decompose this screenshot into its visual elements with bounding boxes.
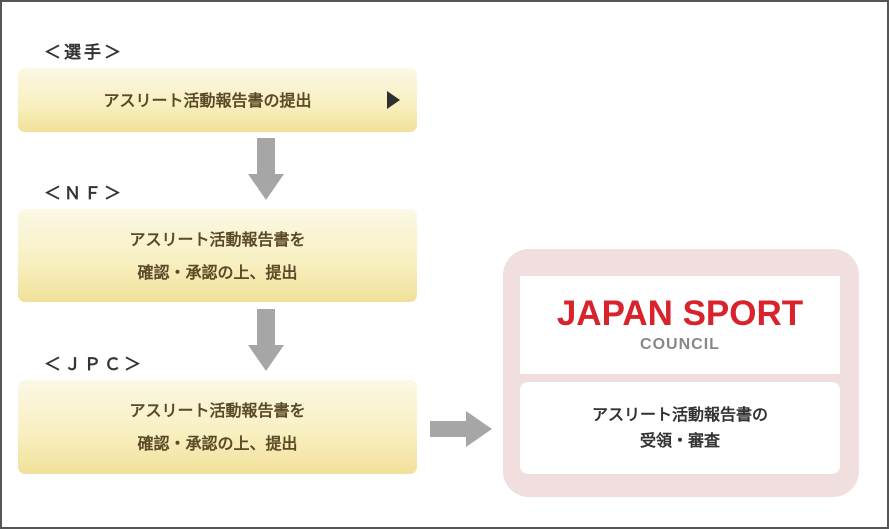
arrow-down-icon	[248, 138, 284, 200]
play-triangle-icon	[387, 91, 400, 109]
arrow-right-icon	[430, 411, 492, 447]
arrow-down-icon	[248, 309, 284, 371]
jsc-logo: JAPAN SPORT COUNCIL	[520, 276, 840, 374]
nf-approval-box: アスリート活動報告書を 確認・承認の上、提出	[18, 209, 417, 302]
jsc-review-box: アスリート活動報告書の 受領・審査	[520, 382, 840, 474]
jsc-review-line-1: アスリート活動報告書の	[591, 405, 768, 424]
nf-approval-line-2: 確認・承認の上、提出	[137, 262, 298, 282]
jpc-approval-box: アスリート活動報告書を 確認・承認の上、提出	[18, 380, 417, 474]
athlete-section-label: ＜選手＞	[44, 43, 124, 63]
athlete-submit-box: アスリート活動報告書の提出	[18, 68, 417, 132]
jsc-logo-main-text: JAPAN SPORT	[556, 294, 804, 333]
nf-approval-line-1: アスリート活動報告書を	[129, 229, 306, 249]
nf-section-label: ＜ＮＦ＞	[44, 184, 124, 204]
jpc-approval-line-2: 確認・承認の上、提出	[137, 434, 298, 453]
athlete-submit-text: アスリート活動報告書の提出	[103, 90, 312, 110]
jpc-approval-line-1: アスリート活動報告書を	[129, 401, 306, 420]
jsc-review-line-2: 受領・審査	[639, 431, 720, 450]
jpc-section-label: ＜ＪＰＣ＞	[44, 355, 144, 375]
jsc-logo-sub-text: COUNCIL	[640, 336, 720, 353]
